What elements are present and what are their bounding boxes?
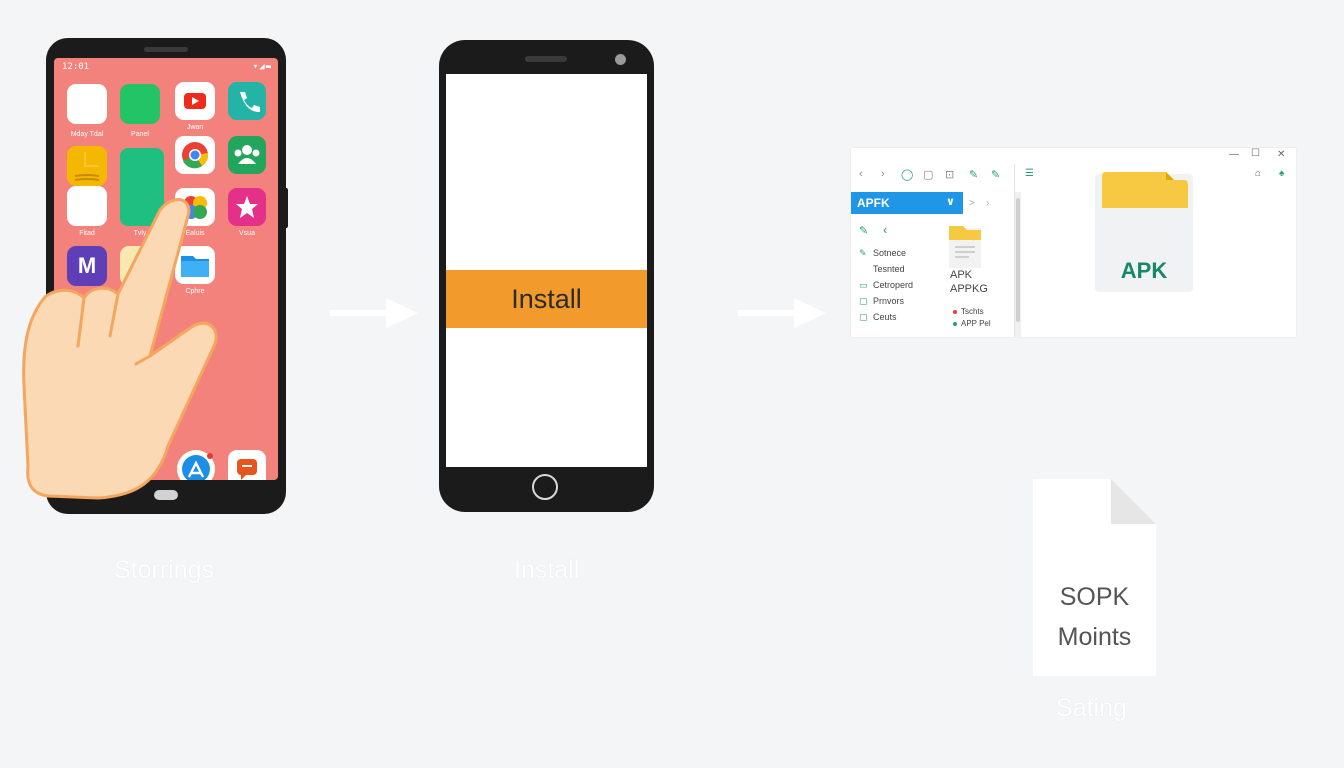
sidebar-icon: ▢	[859, 312, 868, 322]
nav-arrows-icon[interactable]: > ›	[969, 198, 990, 209]
step-caption: Storrings	[114, 556, 215, 584]
close-button[interactable]: ✕	[1277, 149, 1286, 160]
app-label: Ealuis	[185, 230, 205, 237]
edit-icon[interactable]: ✎	[859, 225, 869, 237]
scrollbar-thumb[interactable]	[1016, 198, 1020, 322]
file-type: APPKG	[950, 283, 988, 295]
image-icon[interactable]: ⊡	[945, 169, 955, 181]
notes-icon[interactable]	[67, 146, 107, 186]
file-manager-window: — ☐ ✕ ‹ › ◯ ▢ ⊡ ✎ ✎ ☰ ⌂ ♠ APFK ∨ > › ✎ ‹…	[851, 148, 1296, 337]
list-item-label: Tschts	[961, 307, 984, 316]
sidebar-icon: ▭	[859, 280, 868, 290]
step-caption: Install	[514, 556, 580, 584]
sidebar-item[interactable]: Prnvors	[873, 296, 905, 306]
pointing-hand-icon	[22, 198, 218, 500]
home-button[interactable]	[532, 474, 558, 500]
sidebar-item[interactable]: Cetroperd	[873, 280, 914, 290]
app-label: Panel	[131, 131, 149, 138]
app-label: Vsua	[239, 230, 255, 237]
chevron-down-icon[interactable]: ∨	[946, 196, 955, 208]
phone-side-button	[284, 188, 288, 228]
chrome-icon[interactable]	[175, 136, 215, 174]
bell-icon[interactable]: ♠	[1279, 168, 1285, 179]
file-name: APK	[950, 269, 973, 281]
scrollbar[interactable]	[1015, 192, 1021, 337]
status-icons: ▾◢▬	[252, 62, 272, 72]
pencil-icon[interactable]: ✎	[991, 169, 1001, 181]
m-app-icon[interactable]: M	[67, 246, 107, 286]
maximize-button[interactable]: ☐	[1251, 148, 1260, 159]
app-label: Cphre	[185, 288, 205, 295]
status-time: 12:01	[62, 62, 90, 72]
app-label: Fitad	[79, 230, 95, 237]
step-caption: Sating	[1056, 694, 1127, 722]
pencil-icon[interactable]: ✎	[969, 169, 979, 181]
sidebar-icon: ▢	[859, 296, 868, 306]
pink-star-icon[interactable]	[228, 188, 266, 226]
phone-call-icon[interactable]	[228, 82, 266, 120]
white-app-icon[interactable]	[67, 84, 107, 124]
document-icon[interactable]	[1033, 479, 1156, 676]
list-item-label: APP Pel	[961, 319, 991, 328]
list-view-icon[interactable]: ☰	[1025, 168, 1034, 179]
apk-file-label: APK	[1120, 258, 1168, 283]
minimize-button[interactable]: —	[1229, 149, 1239, 160]
folder-path-bar[interactable]: APFK ∨	[851, 192, 963, 214]
status-bar: 12:01 ▾◢▬	[62, 62, 272, 76]
refresh-icon[interactable]: ◯	[901, 169, 914, 181]
file-list: Tschts APP Pel	[953, 306, 991, 330]
appstore-icon[interactable]	[177, 450, 215, 480]
tag-icon[interactable]: ⌂	[1255, 168, 1262, 179]
youtube-icon[interactable]	[175, 82, 215, 120]
document-line: Moints	[1057, 623, 1132, 651]
white-app-2-icon[interactable]	[67, 186, 107, 226]
front-camera	[615, 54, 626, 65]
green-app-icon[interactable]	[120, 84, 160, 124]
back-icon[interactable]: ‹	[883, 222, 888, 237]
forward-icon[interactable]: ›	[881, 168, 885, 180]
arrow-right-icon	[738, 298, 826, 328]
app-label: Jwan	[186, 124, 204, 131]
sidebar-item[interactable]: Ceuts	[873, 312, 897, 322]
phone-earpiece	[525, 56, 567, 62]
folder-name: APFK	[857, 196, 890, 210]
messages-icon[interactable]	[228, 450, 266, 480]
contacts-icon[interactable]	[228, 136, 266, 174]
install-phone: Install	[439, 40, 654, 512]
document-text: SOPK Moints	[1033, 577, 1156, 657]
sidebar-icon: ✎	[859, 248, 867, 258]
list-item[interactable]: Tschts	[953, 306, 991, 318]
toolbar: ‹ › ◯ ▢ ⊡ ✎ ✎	[851, 164, 1011, 186]
files-app-icon[interactable]	[175, 246, 215, 284]
small-file-label: APK APPKG	[950, 268, 988, 296]
status-dot	[953, 321, 957, 326]
green-tall-app-icon[interactable]	[120, 148, 164, 226]
folder-icon	[1102, 172, 1188, 208]
list-item[interactable]: APP Pel	[953, 318, 991, 330]
install-screen: Install	[446, 74, 647, 467]
home-indicator[interactable]	[154, 490, 178, 500]
status-dot	[953, 309, 957, 314]
app-label: Mday Tdal	[70, 131, 104, 138]
page-icon[interactable]: ▢	[923, 169, 934, 181]
sidebar-item[interactable]: Sotnece	[873, 248, 907, 258]
pane-divider	[1014, 164, 1015, 337]
install-button[interactable]: Install	[446, 270, 647, 328]
arrow-right-icon	[330, 298, 418, 328]
sidebar-item[interactable]: Tesnted	[873, 264, 905, 274]
phone-earpiece	[144, 47, 188, 52]
small-apk-file-icon[interactable]	[947, 224, 983, 272]
app-label: Tvly	[133, 230, 147, 237]
back-icon[interactable]: ‹	[859, 168, 863, 180]
document-line: SOPK	[1059, 583, 1130, 611]
